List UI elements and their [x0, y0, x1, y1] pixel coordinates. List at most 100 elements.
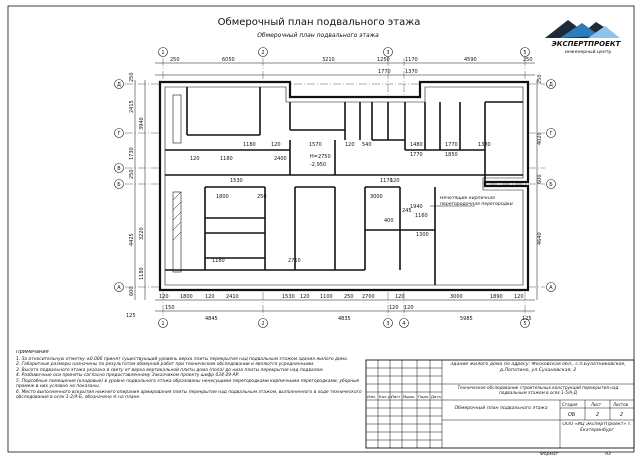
sig-header: Дата — [431, 394, 441, 399]
dim-text: 250 — [129, 72, 135, 82]
axis-label: 2 — [261, 321, 264, 327]
stage-value: ОБ — [568, 412, 576, 418]
dim-text: 4425 — [129, 233, 135, 246]
dim-text: 4590 — [464, 57, 477, 63]
axis-marker — [520, 47, 530, 57]
sig-header: Подп. — [418, 394, 430, 399]
axis-label: 2 — [261, 50, 264, 56]
dim-text: 1530 — [282, 294, 295, 300]
stage-header: Лист — [590, 402, 602, 407]
exterior-wall-inner — [164, 86, 524, 286]
dim-text: 3940 — [139, 117, 145, 130]
dim-text: 6050 — [222, 57, 235, 63]
dim-text: 1100 — [320, 294, 333, 300]
axis-marker — [158, 47, 168, 57]
svg-text:250: 250 — [257, 194, 267, 200]
axis-label: 1 — [161, 321, 164, 327]
axis-marker — [399, 318, 409, 328]
axis-marker — [114, 282, 124, 292]
note-item: 5. Подсобные помещения (кладовые) в уров… — [16, 378, 360, 390]
level-value: -2,950 — [310, 162, 326, 168]
dim-text: 4020 — [537, 132, 543, 145]
axis-label: 3 — [386, 50, 389, 56]
notes-heading: Примечания — [16, 350, 49, 355]
level-mark: Н=2750 — [310, 154, 331, 160]
axis-marker — [114, 163, 124, 173]
svg-text:1160: 1160 — [415, 213, 428, 219]
axis-label: 5 — [523, 321, 526, 327]
axis-label: А — [549, 285, 553, 291]
dim-text: 250 — [170, 57, 180, 63]
sheet-frame — [7, 5, 635, 453]
interior-partitions — [165, 87, 523, 285]
dim-text: 4640 — [537, 232, 543, 245]
dim-text: 1180 — [139, 267, 145, 280]
top-dimensions: 250 6050 3210 1250 1170 4590 250 1770 13… — [170, 57, 533, 75]
svg-text:1770: 1770 — [445, 142, 458, 148]
axis-marker — [114, 179, 124, 189]
description-text: Техническое обследование строительных ко… — [457, 385, 619, 395]
col-axis-markers-top: 1 2 3 5 — [158, 47, 530, 57]
svg-text:1180: 1180 — [212, 258, 225, 264]
note-item: 1. За относительную отметку ±0.000 приня… — [16, 356, 349, 362]
inspection-marks — [172, 94, 182, 273]
svg-text:2710: 2710 — [288, 258, 301, 264]
svg-text:2400: 2400 — [274, 156, 287, 162]
dim-text: 120 — [514, 294, 524, 300]
axis-marker — [546, 128, 556, 138]
svg-text:245: 245 — [402, 208, 412, 214]
company-name: ООО «ИЦ ЭкспертПроект» г. Екатеринбург — [562, 422, 632, 433]
page-subtitle: Обмерочный план подвального этажа — [257, 32, 379, 39]
stage-header: Стадия — [562, 402, 578, 407]
sig-header: №док. — [403, 394, 415, 399]
svg-text:400: 400 — [384, 218, 394, 224]
axis-marker — [546, 282, 556, 292]
dim-text: 600 — [129, 286, 135, 296]
svg-text:1850: 1850 — [445, 152, 458, 158]
notes-box: Примечания 1. За относительную отметку ±… — [16, 350, 362, 400]
axis-marker — [383, 47, 393, 57]
dim-text: 120 — [395, 294, 405, 300]
logo-name: ЭКСПЕРТПРОЕКТ — [552, 40, 622, 48]
svg-text:1300: 1300 — [416, 232, 429, 238]
dim-text: 5985 — [460, 316, 473, 322]
dim-text: 250 — [537, 74, 543, 84]
svg-text:1180: 1180 — [243, 142, 256, 148]
axis-marker — [158, 318, 168, 328]
dim-text: 250 — [523, 57, 533, 63]
axis-label: 5 — [523, 50, 526, 56]
axis-marker — [520, 318, 530, 328]
exterior-wall — [158, 80, 530, 292]
svg-text:1180: 1180 — [220, 156, 233, 162]
svg-text:120: 120 — [190, 156, 200, 162]
stage-value: 2 — [596, 412, 599, 418]
dim-text: 1800 — [180, 294, 193, 300]
svg-text:1570: 1570 — [309, 142, 322, 148]
axis-marker — [546, 79, 556, 89]
dim-text: 250 — [129, 169, 135, 179]
dimension-lines — [134, 62, 538, 312]
axis-label: А — [117, 285, 121, 291]
axis-marker — [114, 128, 124, 138]
axis-label: Д — [117, 82, 121, 88]
axis-label: 1 — [161, 50, 164, 56]
dim-text: 1370 — [405, 69, 418, 75]
axis-marker — [546, 179, 556, 189]
dim-text: 600 — [537, 174, 543, 184]
svg-text:540: 540 — [362, 142, 372, 148]
axis-marker — [114, 79, 124, 89]
svg-text:1770: 1770 — [410, 152, 423, 158]
svg-text:120: 120 — [271, 142, 281, 148]
col-axis-markers: 1 2 3 4 5 — [158, 318, 530, 328]
dim-text: 150 — [165, 305, 175, 311]
dim-text: 120 — [159, 294, 169, 300]
svg-text:1170: 1170 — [380, 178, 393, 184]
company-logo: ЭКСПЕРТПРОЕКТ инженерный центр — [545, 20, 622, 55]
format-label: Формат — [540, 451, 559, 457]
dim-text: 120 — [205, 294, 215, 300]
logo-roof-blue — [560, 23, 600, 38]
dim-text: 1890 — [490, 294, 503, 300]
axis-label: Б — [549, 182, 553, 188]
